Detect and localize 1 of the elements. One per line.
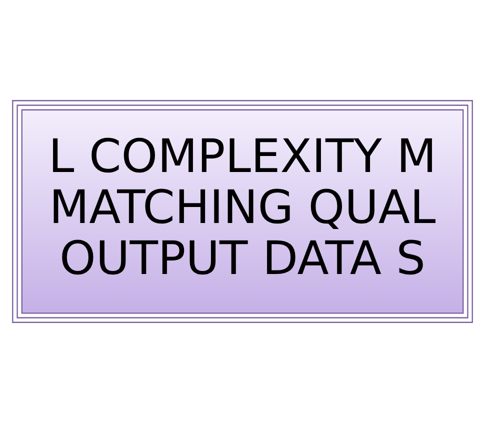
node-box: L COMPLEXITY M MATCHING QUAL OUTPUT DATA S	[12, 100, 473, 322]
